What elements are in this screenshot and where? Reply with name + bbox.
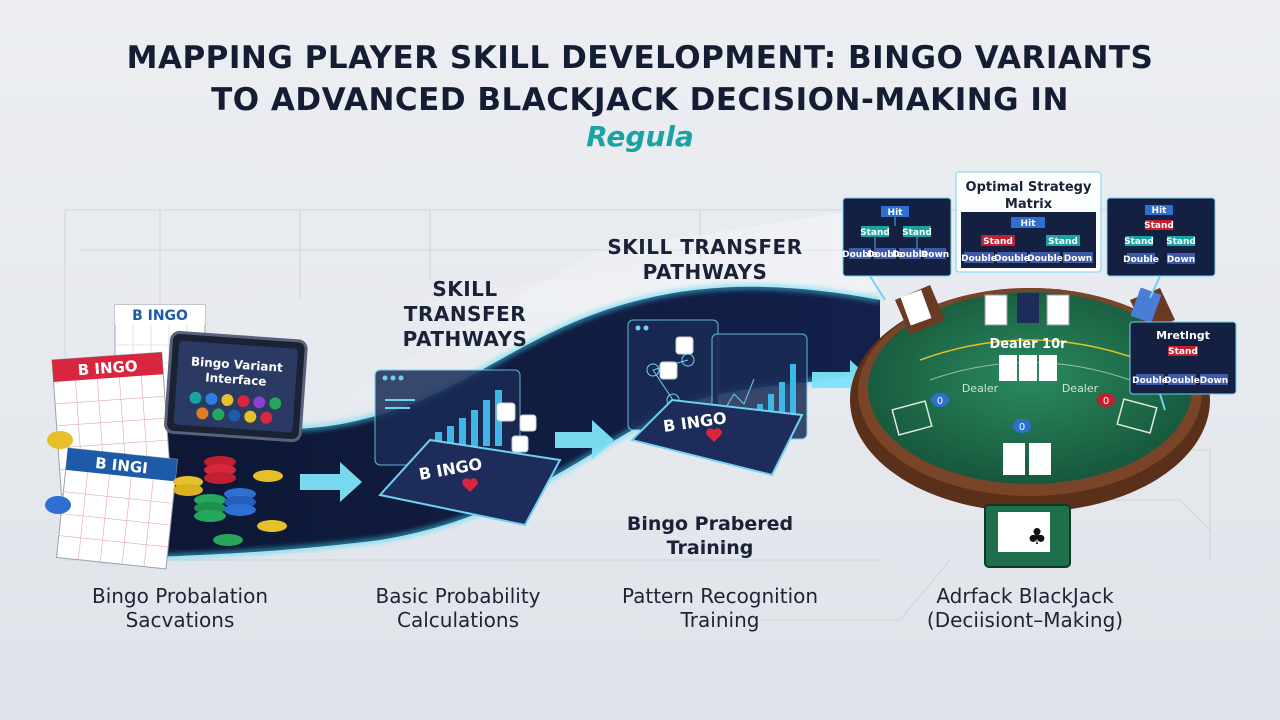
bingo-card-blue-title: B INGI	[94, 454, 148, 477]
stage-4-line-1: Adrfack BlackJack	[936, 584, 1114, 608]
chip-icon	[931, 393, 1115, 433]
strategy-matrix-title: Optimal Strategy Matrix	[956, 179, 1101, 213]
arrow-right-icon	[555, 420, 614, 460]
stage-label-1: Bingo Probalation Sacvations	[50, 584, 310, 632]
right-panel-mid2-2: Stand	[1166, 237, 1196, 247]
bingo-screen-stage-3: B INGO	[630, 398, 804, 477]
pathway-1-line-1: SKILL	[432, 277, 498, 301]
stage-4-line-2: (Deciisiont–Making)	[926, 608, 1124, 632]
matrix-bottom-3: Double	[1027, 254, 1063, 264]
table-arc-text-left: Dealer	[962, 382, 999, 395]
strategy-matrix-title-1: Optimal Strategy	[965, 180, 1092, 195]
right-panel-top: Hit	[1152, 206, 1168, 216]
strategy-panel-right: Hit Stand Stand Stand Double Down	[1106, 197, 1216, 277]
chip-label: 0 0 0	[937, 396, 1109, 433]
card-shoe-icon	[895, 285, 1175, 335]
left-panel-mid-1: Stand	[860, 228, 890, 238]
strategy-matrix-title-2: Matrix	[1004, 197, 1053, 212]
stage-label-3: Pattern Recognition Training	[590, 584, 850, 632]
right-panel-mid2-1: Stand	[1124, 237, 1154, 247]
left-panel-bottom-4: Down	[921, 250, 949, 260]
left-panel-top: Hit	[888, 208, 904, 218]
heart-icon	[462, 478, 478, 492]
bingo-ball-icon	[189, 391, 282, 424]
page-title-line-1: MAPPING PLAYER SKILL DEVELOPMENT: BINGO …	[126, 40, 1154, 76]
bingo-card-back-title: B INGO	[132, 308, 188, 324]
chip-label-3: 0	[1103, 396, 1109, 407]
table-arc-text-right: Dealer	[1062, 382, 1099, 395]
chip-label-1: 0	[937, 396, 943, 407]
strategy-panel-right-lower: Mretlngt Stand Double Double Down	[1129, 321, 1237, 395]
right-panel-bottom-2: Down	[1167, 255, 1195, 265]
right-panel-bottom-1: Double	[1123, 255, 1159, 265]
heart-icon	[706, 428, 722, 442]
card-holder-icon: ♣	[984, 504, 1071, 568]
right-lower-mid: Stand	[1168, 347, 1198, 357]
left-panel-bottom-3: Double	[892, 250, 928, 260]
left-panel-mid-2: Stand	[902, 228, 932, 238]
stage-1-line-2: Sacvations	[125, 608, 235, 632]
skill-transfer-label-2: SKILL TRANSFER PATHWAYS	[600, 235, 810, 285]
stage-3-line-2: Training	[680, 608, 760, 632]
right-lower-title: Mretlngt	[1156, 329, 1210, 342]
arrow-right-icon	[300, 462, 362, 502]
matrix-bottom-1: Double	[961, 254, 997, 264]
analytics-screen	[374, 369, 521, 466]
bingo-screen-stage-2: B INGO	[378, 438, 562, 527]
matrix-bottom-2: Double	[994, 254, 1030, 264]
playing-card-icon	[984, 293, 1070, 475]
bingo-training-line-1: Bingo Prabered	[626, 513, 794, 535]
betting-spot-icon	[891, 398, 1158, 436]
bingo-interface-title-1: Bingo Variant	[191, 354, 284, 374]
strategy-panel-left: Hit Stand Stand Double Double Double Dow…	[842, 197, 952, 277]
page-title-line-2: TO ADVANCED BLACKJACK DECISION-MAKING IN	[211, 82, 1069, 118]
stage-1-line-1: Bingo Probalation	[91, 584, 269, 608]
stage-label-4: Adrfack BlackJack (Deciisiont–Making)	[895, 584, 1155, 632]
stage-3-line-1: Pattern Recognition	[621, 584, 819, 608]
pathway-1-line-2: TRANSFER	[403, 302, 527, 326]
matrix-top: Hit	[1021, 219, 1037, 229]
bingo-training-label: Bingo Prabered Training	[590, 512, 830, 560]
page-subtitle: Regula	[586, 120, 694, 153]
skill-transfer-label-1: SKILL TRANSFER PATHWAYS	[385, 277, 545, 352]
optimal-strategy-matrix: Hit Stand Stand Double Double Double Dow…	[955, 171, 1102, 273]
right-lower-bottom-1: Double	[1132, 376, 1168, 386]
dealer-label: Dealer 10r	[989, 337, 1067, 352]
pathway-1-line-3: PATHWAYS	[402, 327, 528, 351]
pathway-2-line-1: SKILL TRANSFER	[607, 235, 803, 259]
dice-icon	[496, 402, 537, 453]
blackjack-table	[850, 288, 1210, 512]
matrix-mid-right: Stand	[1048, 237, 1078, 247]
right-panel-mid1: Stand	[1144, 221, 1174, 231]
left-panel-bottom-1: Double	[842, 250, 878, 260]
bingo-card-red-title: B INGO	[77, 357, 138, 379]
matrix-bottom-4: Down	[1064, 254, 1092, 264]
svg-text:♣: ♣	[1027, 525, 1047, 550]
bingo-interface-title-2: Interface	[205, 370, 267, 388]
chip-stack-icon	[45, 431, 287, 546]
pathway-2-line-2: PATHWAYS	[642, 260, 768, 284]
stage-label-2: Basic Probability Calculations	[328, 584, 588, 632]
stage-2-line-1: Basic Probability	[375, 584, 541, 608]
left-panel-bottom-2: Double	[867, 250, 903, 260]
stage-2-line-2: Calculations	[397, 608, 519, 632]
right-lower-bottom-3: Down	[1200, 376, 1228, 386]
bingo-variant-interface: Bingo Variant Interface	[164, 331, 308, 443]
dice-icon	[659, 336, 694, 380]
bingo-training-line-2: Training	[666, 537, 754, 559]
chip-label-2: 0	[1019, 422, 1025, 433]
right-lower-bottom-2: Double	[1164, 376, 1200, 386]
bingo-card-blue: B INGI	[55, 447, 178, 570]
matrix-mid-left: Stand	[983, 237, 1013, 247]
